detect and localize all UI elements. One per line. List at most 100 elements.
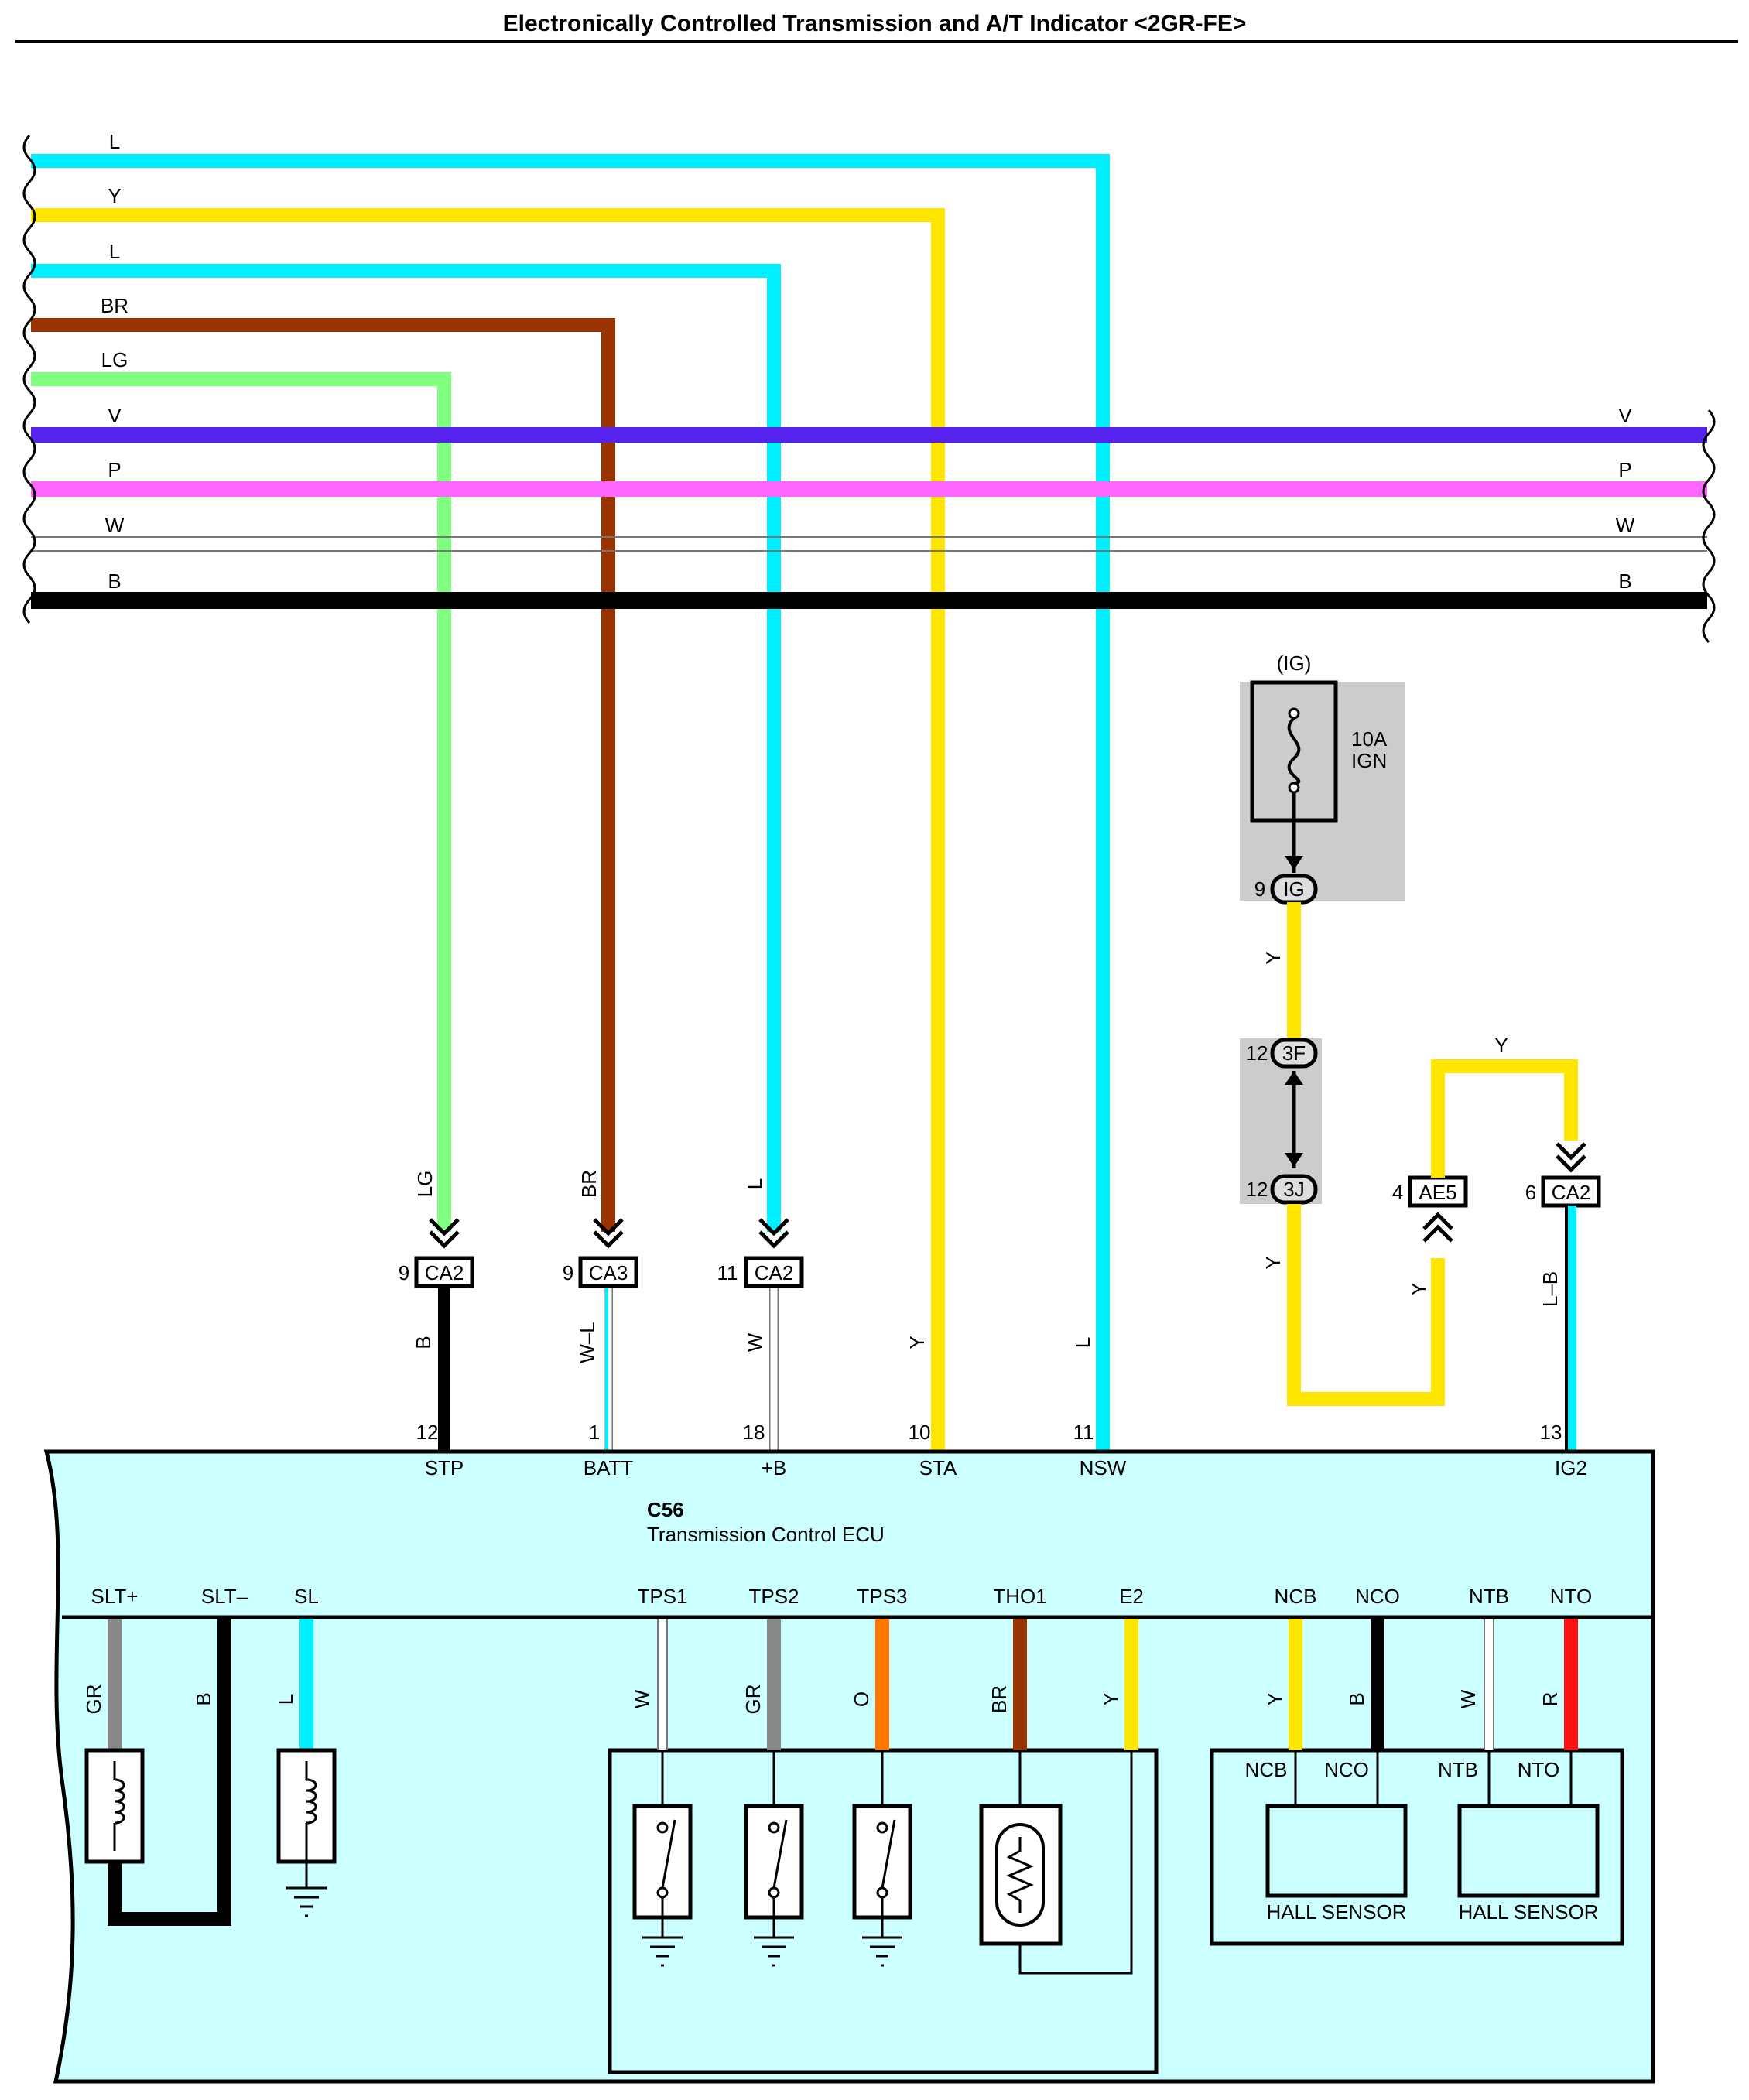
ground-icon xyxy=(754,1936,794,1967)
wire-label: BR xyxy=(577,1170,601,1198)
ecu-name: Transmission Control ECU xyxy=(647,1523,885,1546)
wire-label: L xyxy=(274,1694,297,1705)
coil-icon xyxy=(114,1778,125,1825)
bus-label: Y xyxy=(108,184,121,207)
hall-pin: NCB xyxy=(1245,1758,1288,1781)
wire-y-3j-ae5 xyxy=(1287,1204,1445,1406)
ecu-terminal: STA xyxy=(919,1456,957,1479)
fuse-block xyxy=(1240,682,1405,901)
fuse-terminal xyxy=(1288,707,1300,720)
diagram-title: Electronically Controlled Transmission a… xyxy=(503,11,1247,36)
ecu-internal-terminal: TPS1 xyxy=(637,1585,687,1608)
connector-pin: 9 xyxy=(399,1261,409,1284)
hall-sensor-group xyxy=(1210,1748,1624,1946)
ecu-code: C56 xyxy=(647,1498,684,1521)
fuse-rating: 10A xyxy=(1351,727,1388,751)
bus-label: B xyxy=(1618,569,1631,593)
hall-sensor-box xyxy=(1265,1804,1408,1898)
ecu-pin: 1 xyxy=(589,1421,600,1444)
wire-label: GR xyxy=(741,1684,765,1715)
ecu-internal-terminal: TPS2 xyxy=(748,1585,799,1608)
ig-circuit: (IG) 10A IGN IG 9 Y 3F 12 3J 12 Y Y AE xyxy=(1240,652,1601,1451)
wire-label: Y xyxy=(1407,1282,1430,1295)
chevron-down-icon xyxy=(1556,1142,1586,1173)
switch-icon xyxy=(881,1819,896,1889)
ecu-internal-terminal: TPS3 xyxy=(857,1585,907,1608)
connector-ca3-batt: CA3 9 xyxy=(563,1218,638,1288)
wire-label: B xyxy=(412,1336,435,1349)
ig-label: (IG) xyxy=(1277,652,1312,675)
connector-pin: 11 xyxy=(717,1261,738,1284)
fuse-terminal xyxy=(1288,782,1300,794)
bus-label: L xyxy=(109,240,120,263)
ecu-pin: 18 xyxy=(743,1421,765,1444)
connector-ca2-ig2 xyxy=(1541,1175,1601,1208)
bus-labels-right: V P W B xyxy=(1616,404,1635,593)
connector-code: CA2 xyxy=(425,1261,464,1284)
connector-code: CA3 xyxy=(589,1261,628,1284)
hall-sensor-box xyxy=(1457,1804,1600,1898)
lower-wires xyxy=(438,1284,779,1451)
switch-tps1 xyxy=(632,1750,693,1967)
wire-label: Y xyxy=(1261,951,1285,964)
wire-label: O xyxy=(850,1691,873,1707)
wire-label: Y xyxy=(1261,1256,1285,1269)
bus-label: P xyxy=(1618,458,1631,481)
wire-label: Y xyxy=(905,1336,929,1349)
ecu-internal-terminal: THO1 xyxy=(993,1585,1046,1608)
ecu-terminal: NSW xyxy=(1080,1456,1127,1479)
left-break-mark xyxy=(22,134,36,624)
bus-label: L xyxy=(109,130,120,153)
through-bus xyxy=(31,427,1707,609)
chevron-up-icon xyxy=(1422,1212,1453,1243)
arrow-down-icon xyxy=(1285,856,1303,870)
thermistor-return xyxy=(1018,1750,1133,1975)
junction-3j-pin: 12 xyxy=(1246,1178,1268,1201)
chevron-down-icon xyxy=(593,1218,624,1249)
connector-box xyxy=(414,1256,474,1288)
connector-code: CA2 xyxy=(1552,1181,1591,1204)
wire-label: R xyxy=(1539,1692,1562,1707)
bus-label: W xyxy=(1616,514,1635,537)
bus-label: V xyxy=(108,404,122,427)
junction-3f-code: 3F xyxy=(1282,1041,1306,1065)
wire-label: L xyxy=(1071,1337,1094,1348)
bus-label: LG xyxy=(101,348,128,371)
chevron-down-icon xyxy=(429,1218,460,1249)
ecu-terminal: +B xyxy=(762,1456,787,1479)
junction-3j-code: 3J xyxy=(1283,1178,1304,1201)
wire-label: Y xyxy=(1263,1692,1286,1705)
wire-label: LG xyxy=(413,1171,436,1198)
connector-ca2-stp: CA2 9 xyxy=(399,1218,474,1288)
ecu-body xyxy=(43,1449,1655,2084)
ecu-pin: 11 xyxy=(1073,1421,1094,1444)
wire-label: Y xyxy=(1494,1034,1508,1057)
fuse-name: IGN xyxy=(1351,749,1387,772)
ground-icon xyxy=(862,1936,902,1967)
ground-icon xyxy=(642,1936,683,1967)
connector-box xyxy=(744,1256,804,1288)
ecu-internal-terminal: NTO xyxy=(1550,1585,1592,1608)
fuse-icon xyxy=(1287,717,1301,785)
arrow-up-icon xyxy=(1285,1071,1303,1085)
bus-label: B xyxy=(108,569,121,593)
hall-pin: NTB xyxy=(1438,1758,1478,1781)
resistor-icon xyxy=(1006,1837,1034,1913)
chevron-down-icon xyxy=(758,1218,789,1249)
thermistor-tho1 xyxy=(979,1750,1133,1975)
hall-pin: NTO xyxy=(1518,1758,1559,1781)
ecu-pin: 13 xyxy=(1540,1421,1562,1444)
wire-l-nsw xyxy=(31,154,1110,1451)
ig-connector-pin: 9 xyxy=(1254,877,1265,901)
wire-lg-stp xyxy=(31,372,451,1232)
ecu-internal-terminal: NCB xyxy=(1275,1585,1317,1608)
coil-icon xyxy=(306,1778,317,1825)
switch-icon xyxy=(661,1819,676,1889)
connector-pin: 9 xyxy=(563,1261,573,1284)
ecu-pin: 10 xyxy=(909,1421,931,1444)
wire-label: W xyxy=(743,1332,766,1352)
ecu: 12 STP 1 BATT 18 +B 10 STA 11 NSW 13 IG2… xyxy=(43,1421,1655,2084)
wire-label: B xyxy=(1345,1692,1368,1705)
bus-label: V xyxy=(1618,404,1632,427)
